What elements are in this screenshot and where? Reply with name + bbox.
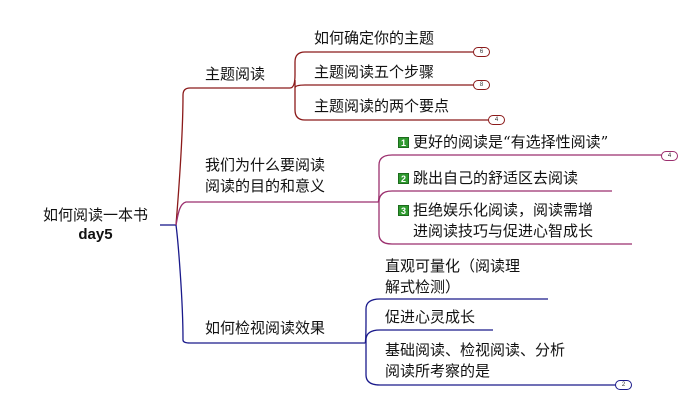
branch2-child-2-label: 跳出自己的舒适区去阅读	[413, 169, 579, 187]
branch3-child-1[interactable]: 直观可量化（阅读理 解式检测）	[385, 256, 520, 298]
collapse-badge[interactable]: 8	[473, 80, 490, 90]
branch-topic-1[interactable]: 主题阅读	[205, 65, 266, 83]
branch3-child2-line	[365, 329, 493, 343]
root-title: 如何阅读一本书	[42, 206, 148, 224]
branch3-child-1-line1: 直观可量化（阅读理	[385, 257, 521, 275]
branch2-child2-line	[378, 190, 612, 203]
branch1-child2-line	[294, 80, 478, 89]
collapse-badge[interactable]: 4	[661, 151, 678, 161]
collapse-badge[interactable]: 4	[488, 115, 505, 125]
root-node[interactable]: 如何阅读一本书 day5	[28, 205, 163, 245]
branch-line-1	[175, 87, 290, 226]
branch2-child-1-label: 更好的阅读是“有选择性阅读”	[413, 133, 609, 151]
branch2-child-3-line1: 拒绝娱乐化阅读，阅读需增	[413, 201, 594, 219]
branch2-child3-line	[378, 202, 632, 245]
branch1-child1-line	[289, 51, 478, 89]
number-1-icon: 1	[398, 137, 409, 148]
collapse-badge[interactable]: 2	[615, 380, 632, 390]
branch-line-2	[175, 201, 378, 226]
number-2-icon: 2	[398, 173, 409, 184]
number-3-icon: 3	[398, 205, 409, 216]
branch2-child-3[interactable]: 3 拒绝娱乐化阅读，阅读需增 进阅读技巧与促进心智成长	[398, 200, 593, 242]
branch3-child-2[interactable]: 促进心灵成长	[385, 308, 476, 326]
branch-topic-3[interactable]: 如何检视阅读效果	[205, 319, 326, 337]
branch-topic-2-line2: 阅读的目的和意义	[205, 177, 326, 195]
branch3-child-3[interactable]: 基础阅读、检视阅读、分析 阅读所考察的是	[385, 340, 565, 382]
branch3-child-3-line2: 阅读所考察的是	[385, 362, 491, 380]
collapse-badge[interactable]: 6	[473, 47, 490, 57]
branch-line-3	[175, 224, 365, 344]
branch-topic-2[interactable]: 我们为什么要阅读 阅读的目的和意义	[205, 155, 325, 197]
branch2-child-1[interactable]: 1 更好的阅读是“有选择性阅读”	[398, 132, 608, 153]
root-subtitle: day5	[78, 226, 113, 243]
branch1-child3-line	[294, 88, 490, 121]
branch3-child-1-line2: 解式检测）	[385, 278, 461, 296]
branch3-child-3-line1: 基础阅读、检视阅读、分析	[385, 341, 566, 359]
branch1-child-1[interactable]: 如何确定你的主题	[314, 29, 435, 47]
branch1-child-3[interactable]: 主题阅读的两个要点	[314, 97, 450, 115]
branch1-child-2[interactable]: 主题阅读五个步骤	[314, 63, 435, 81]
branch3-child3-line	[365, 343, 620, 386]
branch-topic-2-line1: 我们为什么要阅读	[205, 156, 326, 174]
branch2-child-2[interactable]: 2 跳出自己的舒适区去阅读	[398, 168, 578, 189]
branch2-child-3-line2: 进阅读技巧与促进心智成长	[413, 222, 594, 240]
